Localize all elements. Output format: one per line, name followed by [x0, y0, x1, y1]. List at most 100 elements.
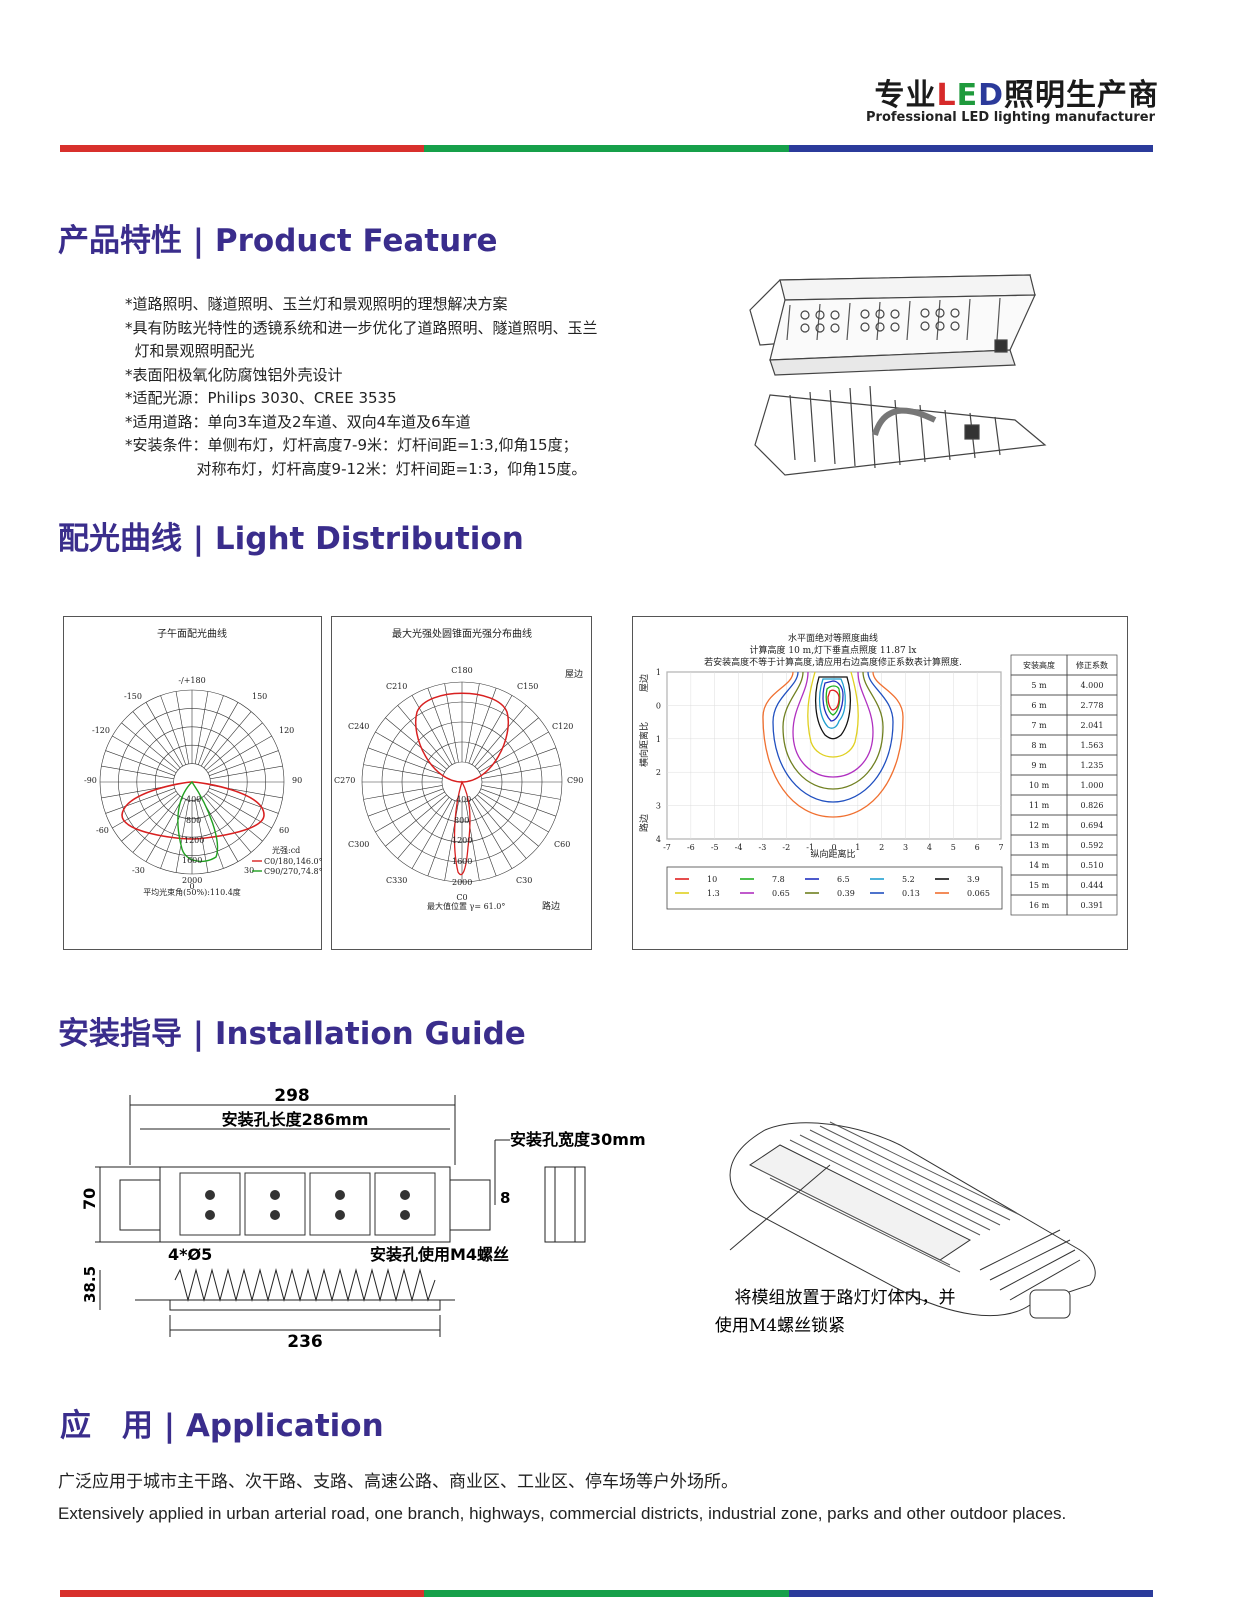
- install-section-title: 安装指导 | Installation Guide: [58, 1016, 526, 1052]
- isolux-table-cell: 0.694: [1081, 821, 1104, 830]
- isolux-legend-value: 0.065: [967, 889, 990, 898]
- brand-letter-e: E: [956, 78, 979, 113]
- polar1-legend-c0: C0/180,146.0°: [264, 857, 323, 866]
- polar1-radial: 2000: [182, 876, 202, 885]
- isolux-xtick: 6: [975, 843, 980, 852]
- brand-letter-d: D: [978, 78, 1004, 113]
- isolux-table-cell: 15 m: [1029, 881, 1050, 890]
- polar1-angle: 60: [279, 826, 289, 835]
- polar2-radial: 400: [456, 795, 471, 804]
- polar2-angle: C150: [517, 682, 538, 691]
- hole-diameter-label: 4*Ø5: [168, 1245, 212, 1264]
- polar2-angle: C60: [554, 840, 570, 849]
- isolux-table-cell: 14 m: [1029, 861, 1050, 870]
- dim-236: 236: [287, 1332, 323, 1352]
- brand-letter-l: L: [936, 78, 957, 113]
- dim-38-5: 38.5: [81, 1266, 99, 1303]
- isolux-contours: [762, 671, 904, 818]
- isolux-ytick: 0: [656, 701, 661, 710]
- polar2-road-side: 路边: [542, 900, 560, 912]
- isolux-table-cell: 13 m: [1029, 841, 1050, 850]
- polar2-title: 最大光强处圆锥面光强分布曲线: [392, 627, 532, 640]
- feature-item: *道路照明、隧道照明、玉兰灯和景观照明的理想解决方案: [125, 295, 508, 313]
- polar2-radial: 1600: [452, 857, 472, 866]
- isolux-title-1: 水平面绝对等照度曲线: [788, 632, 878, 644]
- meridian-polar-chart: 子午面配光曲线 -/+180 150 120 90 60 30 0 -30 -6…: [63, 616, 323, 950]
- polar2-footer: 最大值位置 γ= 61.0°: [427, 901, 505, 911]
- isolux-xtick: 3: [903, 843, 908, 852]
- polar2-angle: C330: [386, 876, 407, 885]
- isolux-xtick: 4: [927, 843, 932, 852]
- isolux-table-cell: 16 m: [1029, 901, 1050, 910]
- isolux-table-cell: 8 m: [1031, 741, 1047, 750]
- polar2-house-side: 屋边: [565, 669, 583, 680]
- feature-item: 对称布灯，灯杆高度9-12米：灯杆间距=1:3，仰角15度。: [125, 459, 587, 478]
- polar1-angle: -30: [132, 866, 145, 875]
- isolux-legend-value: 0.39: [837, 889, 855, 898]
- isolux-table-cell: 1.235: [1081, 761, 1104, 770]
- polar2-angle: C30: [516, 876, 532, 885]
- polar2-angle: C90: [567, 776, 583, 785]
- polar2-angle: C210: [386, 682, 407, 691]
- isolux-y-road: 路边: [638, 814, 650, 832]
- polar1-legend-c90: C90/270,74.8°: [264, 867, 323, 876]
- feature-item: *安装条件：单侧布灯，灯杆高度7-9米：灯杆间距=1:3,仰角15度；: [125, 436, 578, 454]
- application-text-en: Extensively applied in urban arterial ro…: [58, 1504, 1067, 1523]
- isolux-xtick: 7: [998, 843, 1003, 852]
- isolux-table-cell: 6 m: [1031, 701, 1047, 710]
- isolux-table-cell: 1.563: [1081, 741, 1104, 750]
- curve-c90: [177, 780, 219, 863]
- polar1-angle: 90: [292, 776, 302, 785]
- isolux-xtick: -6: [687, 843, 695, 852]
- streetlamp-assembly-drawing: 将模组放置于路灯灯体内，并 使用M4螺丝锁紧: [715, 1121, 1096, 1336]
- polar2-angle: C0: [456, 893, 467, 902]
- isolux-table-cell: 5 m: [1031, 681, 1047, 690]
- screw-note: 安装孔使用M4螺丝: [370, 1245, 509, 1264]
- isolux-xtick: -3: [759, 843, 767, 852]
- feature-item: *适配光源：Philips 3030、CREE 3535: [125, 389, 397, 407]
- isolux-ylabel: 横向距离比: [638, 722, 650, 767]
- isolux-table-cell: 2.778: [1081, 701, 1104, 710]
- isolux-table-cell: 0.510: [1081, 861, 1104, 870]
- application-text-cn: 广泛应用于城市主干路、次干路、支路、高速公路、商业区、工业区、停车场等户外场所。: [58, 1472, 738, 1492]
- brand-title-cn: 专业LED照明生产商: [874, 70, 1159, 114]
- polar1-footer: 平均光束角(50%):110.4度: [143, 887, 241, 897]
- isolux-xtick: 1: [855, 843, 860, 852]
- hole-width-label: 安装孔宽度30mm: [510, 1130, 646, 1149]
- feature-section-title: 产品特性 | Product Feature: [58, 223, 498, 259]
- polar1-angle: -/+180: [178, 676, 205, 685]
- isolux-xtick: 2: [879, 843, 884, 852]
- isolux-legend-value: 0.13: [902, 889, 920, 898]
- polar2-angle: C270: [334, 776, 355, 785]
- brand-suffix: 照明生产商: [1004, 78, 1159, 113]
- polar2-radial: 2000: [452, 878, 472, 887]
- isolux-table-cell: 0.391: [1081, 901, 1104, 910]
- feature-item: 灯和景观照明配光: [125, 342, 255, 360]
- isolux-table-header: 安装高度: [1023, 660, 1055, 670]
- isolux-table-cell: 4.000: [1081, 681, 1104, 690]
- curve-cone-road: [453, 780, 471, 876]
- polar1-radial: 1600: [182, 856, 202, 865]
- top-color-bar: [60, 145, 1153, 152]
- isolux-table-cell: 2.041: [1081, 721, 1104, 730]
- curve-c0: [121, 781, 265, 840]
- dim-70: 70: [80, 1188, 99, 1210]
- isolux-legend-value: 0.65: [772, 889, 790, 898]
- isolux-legend-value: 10: [707, 875, 717, 884]
- isolux-xtick: -5: [711, 843, 719, 852]
- polar1-angle: 120: [279, 726, 294, 735]
- isolux-y-house: 屋边: [639, 674, 650, 692]
- isolux-table-cell: 7 m: [1031, 721, 1047, 730]
- isolux-table-cell: 0.826: [1081, 801, 1104, 810]
- isolux-legend-value: 6.5: [837, 875, 850, 884]
- isolux-legend-value: 5.2: [902, 875, 915, 884]
- polar2-radial: 1200: [452, 836, 472, 845]
- polar1-legend-head: 光强:cd: [272, 845, 300, 855]
- polar1-angle: -120: [92, 726, 110, 735]
- polar2-angle: C240: [348, 722, 369, 731]
- brand-title-en: Professional LED lighting manufacturer: [866, 110, 1155, 125]
- isolux-ytick: 3: [656, 802, 661, 811]
- feature-item: *适用道路：单向3车道及2车道、双向4车道及6车道: [125, 412, 471, 431]
- isolux-xtick: 0: [831, 843, 836, 852]
- isolux-xtick: -2: [782, 843, 790, 852]
